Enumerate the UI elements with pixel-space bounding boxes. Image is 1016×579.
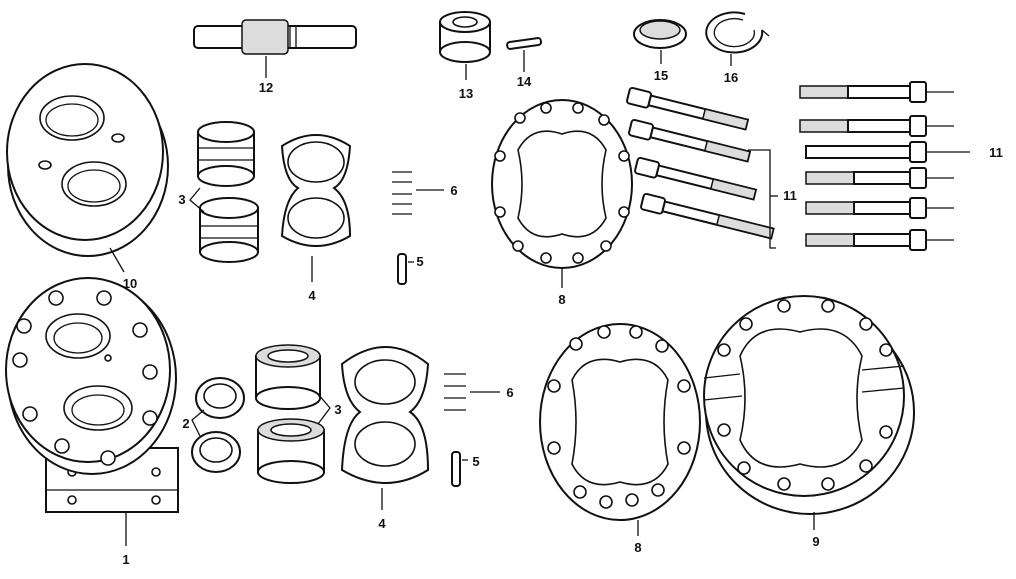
part-5-dowel-upper: [397, 253, 407, 285]
part-3-gear-lower-a: [255, 344, 321, 410]
part-10-cover: [6, 63, 169, 257]
callout-16: 16: [724, 70, 738, 85]
part-4-bearing-plate-upper: [280, 134, 352, 247]
part-3-gear-upper-b: [199, 197, 259, 263]
bolt-leaders-right: [926, 91, 970, 241]
part-11-bolts-middle: [626, 86, 775, 240]
callout-10: 10: [123, 276, 137, 291]
part-2-bushings: [191, 377, 245, 473]
part-1-pump-body: [5, 277, 179, 513]
callout-6-upper: 6: [450, 183, 457, 198]
callout-9: 9: [812, 534, 819, 549]
part-15-seal: [633, 19, 687, 49]
callout-8-lower: 8: [634, 540, 641, 555]
callout-3-upper: 3: [178, 192, 185, 207]
part-5-dowel-lower: [451, 451, 461, 487]
part-11-bolts-right: [799, 81, 927, 251]
callout-13: 13: [459, 86, 473, 101]
callout-2: 2: [182, 416, 189, 431]
part-3-gear-upper-a: [197, 121, 255, 187]
callout-11-middle: 11: [783, 188, 797, 203]
part-14-key: [506, 37, 543, 50]
part-3-gear-lower-b: [257, 418, 325, 484]
part-6-pins-lower: [444, 373, 466, 411]
callout-15: 15: [654, 68, 668, 83]
part-16-snap-ring: [705, 11, 770, 54]
callout-4-upper: 4: [308, 288, 316, 303]
part-8-gasket-lower: [539, 323, 701, 521]
callout-3-lower: 3: [334, 402, 341, 417]
callout-6-lower: 6: [506, 385, 513, 400]
callout-1: 1: [122, 552, 129, 567]
callout-11-right: 11: [989, 145, 1003, 160]
callout-12: 12: [259, 80, 273, 95]
callout-14: 14: [517, 74, 532, 89]
callout-8-upper: 8: [558, 292, 565, 307]
part-4-bearing-plate-lower: [340, 346, 430, 484]
callout-5-lower: 5: [472, 454, 479, 469]
part-8-gasket-upper: [491, 99, 633, 269]
part-13-bushing: [439, 11, 491, 63]
callout-5-upper: 5: [416, 254, 423, 269]
part-6-pins-upper: [392, 171, 412, 215]
callout-4-lower: 4: [378, 516, 386, 531]
part-12-shaft: [193, 19, 357, 55]
part-9-gear-housing: [703, 295, 915, 515]
